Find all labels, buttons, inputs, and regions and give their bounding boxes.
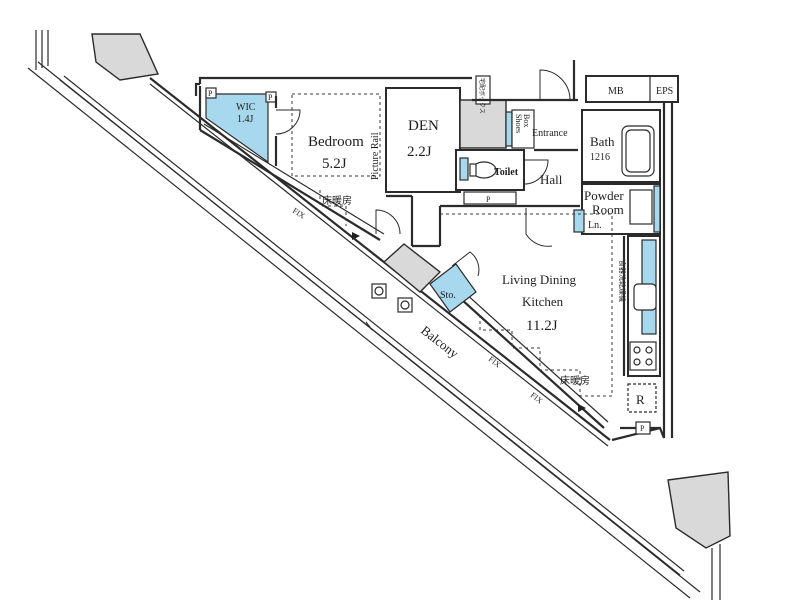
den-size: 2.2J <box>407 144 432 160</box>
kitchen-note: 食器洗乾燥機 <box>618 260 627 302</box>
toilet-room: Toilet P <box>455 99 549 205</box>
eps-label: EPS <box>656 86 673 97</box>
hall-name: Hall <box>540 172 563 187</box>
fix-label-ldk-1: FIX <box>487 354 503 369</box>
toilet-pipe-space: P <box>486 195 491 204</box>
balcony-label: Balcony <box>418 323 462 362</box>
shoes-box-line1: Shoes <box>514 114 523 133</box>
refrigerator-label: R <box>636 392 645 407</box>
wic-size: 1.4J <box>237 114 254 125</box>
refrigerator-icon <box>627 383 657 413</box>
pipe-space-label: P <box>208 89 213 98</box>
stove-icon <box>629 341 657 371</box>
linen-label: Ln. <box>588 220 602 231</box>
balcony-column-left <box>91 33 160 81</box>
entrance-area: 宅配ボックス Shoes Box Entrance <box>472 60 578 152</box>
bedroom-size: 5.2J <box>322 156 347 172</box>
ldk-size: 11.2J <box>526 318 558 334</box>
mb-label: MB <box>608 86 624 97</box>
pipe-space-label-2: P <box>268 93 273 102</box>
fix-label-bedroom: FIX <box>291 206 307 221</box>
bath-size: 1216 <box>590 152 610 163</box>
ldk-name-line2: Kitchen <box>522 294 564 309</box>
powder-name-line1: Powder <box>584 188 624 203</box>
balcony-outlet-1 <box>371 283 387 299</box>
bedroom-room: Bedroom 5.2J Picture Rail 床暖房 FIX <box>291 93 414 246</box>
hall-door[interactable] <box>525 208 553 247</box>
storage-name: Sto. <box>440 290 456 301</box>
bedroom-name: Bedroom <box>308 134 364 150</box>
toilet-door[interactable] <box>523 159 549 185</box>
utility-block: MB EPS <box>608 86 673 97</box>
bedroom-door[interactable] <box>375 209 401 235</box>
bath-name: Bath <box>590 134 615 149</box>
bedroom-arrow-icon <box>352 232 360 240</box>
toilet-name: Toilet <box>494 167 519 178</box>
powder-room: Powder Room Ln. <box>573 183 661 235</box>
den-name: DEN <box>408 118 439 134</box>
storage-door[interactable] <box>451 251 480 277</box>
ldk-pipe-space: P <box>640 424 645 433</box>
delivery-box-label: 宅配ボックス <box>478 78 486 114</box>
powder-name-line2: Room <box>592 202 624 217</box>
den-room: DEN 2.2J <box>385 87 461 193</box>
entrance-name: Entrance <box>532 128 568 139</box>
shoes-box-line2: Box <box>522 114 531 127</box>
storage-room: Sto. <box>429 251 480 313</box>
picture-rail-label: Picture Rail <box>370 132 381 180</box>
balcony-outlet-2 <box>397 297 413 313</box>
bedroom-floor-heating: 床暖房 <box>322 194 352 207</box>
ldk-room: Living Dining Kitchen 11.2J 床暖房 FIX FIX … <box>412 204 661 435</box>
ldk-floor-heating: 床暖房 <box>560 374 590 387</box>
balcony-column-right <box>667 471 731 549</box>
fix-label-ldk-2: FIX <box>529 390 545 405</box>
exterior-walls <box>194 75 679 442</box>
wic-room: P P WIC 1.4J <box>205 87 301 166</box>
wic-name: WIC <box>236 102 256 113</box>
hall-area: Hall <box>524 172 580 247</box>
balcony-area: Balcony <box>27 30 731 600</box>
wic-storage-fill <box>205 93 269 164</box>
ldk-name-line1: Living Dining <box>502 272 577 287</box>
wic-door[interactable] <box>275 109 301 135</box>
entrance-door[interactable] <box>539 69 571 101</box>
bath-room: Bath 1216 <box>581 109 661 183</box>
balcony-column-middle <box>382 243 442 293</box>
ldk-arrow-icon <box>578 404 586 412</box>
